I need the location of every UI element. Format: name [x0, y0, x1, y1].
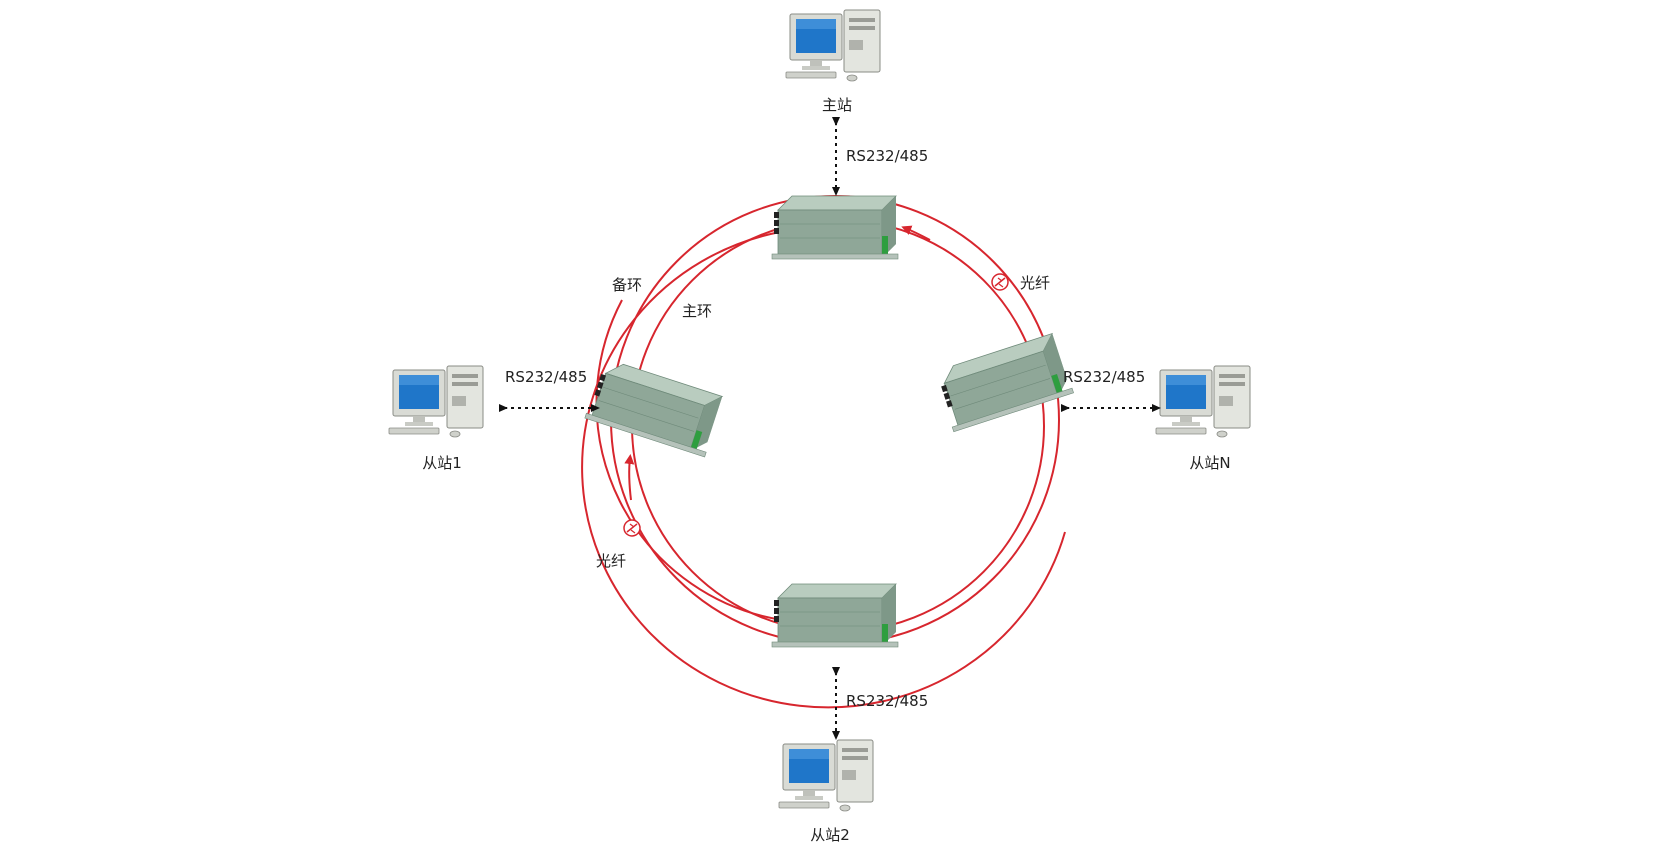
converter-right: [933, 332, 1075, 433]
fiber-label-right: 光纤: [1020, 274, 1050, 292]
interface-label-bottom: RS232/485: [846, 692, 928, 710]
main-ring-label: 主环: [682, 302, 712, 320]
slave2-station-label: 从站2: [810, 826, 850, 844]
master-station-label: 主站: [822, 96, 852, 114]
interface-label-left: RS232/485: [505, 368, 587, 386]
slave1-computer-icon: [388, 365, 484, 438]
ring-arrow-top: [901, 225, 931, 241]
converter-bottom: [771, 583, 899, 648]
ring-arrow-left: [624, 454, 635, 501]
fiber-label-left: 光纤: [596, 552, 626, 570]
slaveN-computer-icon: [1155, 365, 1251, 438]
slave1-station-label: 从站1: [422, 454, 462, 472]
master-computer-icon: [785, 9, 881, 82]
backup-ring-label: 备环: [612, 276, 642, 294]
interface-label-right: RS232/485: [1063, 368, 1145, 386]
interface-label-top: RS232/485: [846, 147, 928, 165]
fiber-break-symbol-icon: [623, 519, 641, 537]
slaveN-station-label: 从站N: [1189, 454, 1230, 472]
fiber-break-symbol-icon: [991, 273, 1009, 291]
backup-ring-arc: [581, 231, 1066, 709]
slave2-computer-icon: [778, 739, 874, 812]
converter-left: [584, 357, 725, 458]
backup-ring-arc-left: [595, 299, 783, 621]
converter-top: [771, 195, 899, 260]
